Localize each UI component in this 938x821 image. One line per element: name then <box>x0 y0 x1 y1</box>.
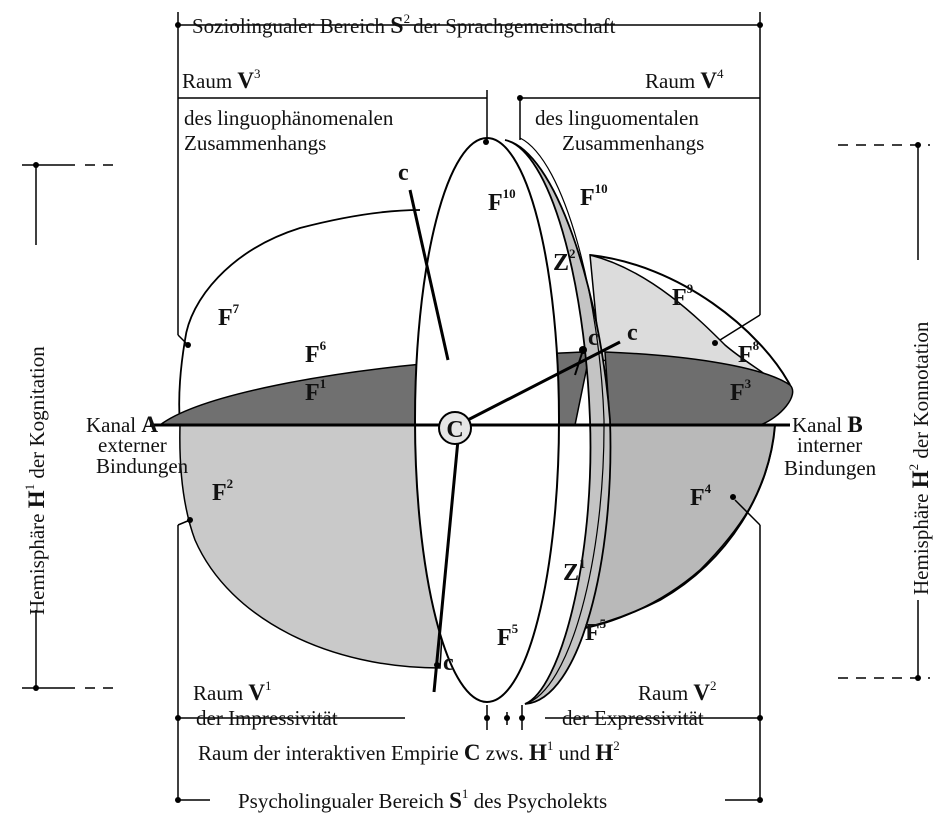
label-f5-right: F5 <box>585 616 607 646</box>
label-f8: F8 <box>738 338 760 368</box>
raum-v4-line1: des linguomentalen <box>535 106 699 130</box>
c-label-mid2: c <box>627 320 638 346</box>
raum-v3-line2: Zusammenhangs <box>184 131 326 155</box>
label-f10-left: F10 <box>488 186 516 216</box>
c-label-top: c <box>398 160 409 186</box>
hemi-right-label: Hemisphäre H2 der Konnotation <box>906 321 933 595</box>
label-f2: F2 <box>212 476 233 506</box>
label-f10-right: F10 <box>580 181 608 211</box>
label-f9: F9 <box>672 281 694 311</box>
kanal-a-line2: externer <box>98 433 167 457</box>
center-point <box>438 411 472 445</box>
bracket-dots <box>33 22 921 803</box>
c-label-bottom: c <box>443 650 454 676</box>
right-hemisphere-outline <box>589 254 791 386</box>
c-line-top <box>408 189 450 361</box>
label-f3: F3 <box>730 376 752 406</box>
raum-v4-title: Raum V4 <box>645 66 724 93</box>
raum-v3-title: Raum V3 <box>182 66 261 93</box>
raum-v4-line2: Zusammenhangs <box>562 131 704 155</box>
label-f1: F1 <box>305 376 326 406</box>
c-line-vertical <box>574 349 584 376</box>
raum-v2-line2: der Expressivität <box>562 706 704 730</box>
lower-left-region <box>179 424 456 669</box>
dark-plane-right <box>604 351 794 426</box>
kanal-b-line3: Bindungen <box>784 456 877 480</box>
kanal-a-title: Kanal A <box>86 412 158 437</box>
kanal-b-line2: interner <box>797 433 862 457</box>
right-hemisphere-lower-outline <box>574 424 776 631</box>
c-label-mid1: c <box>588 325 599 351</box>
interaktiv-label: Raum der interaktiven Empirie C zws. H1 … <box>198 738 620 765</box>
psycho-label: Psycholingualer Bereich S1 des Psycholek… <box>238 786 607 813</box>
hemi-left-label: Hemisphäre H1 der Kognitation <box>22 346 49 615</box>
c-line-diag <box>457 340 621 427</box>
kanal-b-title: Kanal B <box>792 412 863 437</box>
label-f7: F7 <box>218 301 240 331</box>
raum-v1-line2: der Impressivität <box>196 706 338 730</box>
label-z2: Z2 <box>553 246 576 276</box>
c-line-bottom <box>432 439 460 693</box>
raum-v2-title: Raum V2 <box>638 678 717 705</box>
center-label: C <box>446 417 463 443</box>
label-f5-left: F5 <box>497 621 519 651</box>
bracket-lines <box>22 12 930 801</box>
front-disc <box>414 137 560 703</box>
label-f6: F6 <box>305 338 327 368</box>
raum-v3-line1: des linguophänomenalen <box>184 106 394 130</box>
label-f4: F4 <box>690 481 712 511</box>
kanal-a-line3: Bindungen <box>96 454 189 478</box>
label-z1: Z1 <box>563 556 586 586</box>
upper-left-hemisphere-outline <box>184 209 421 341</box>
raum-v1-title: Raum V1 <box>193 678 272 705</box>
disc-band-inner-edge <box>519 137 605 705</box>
